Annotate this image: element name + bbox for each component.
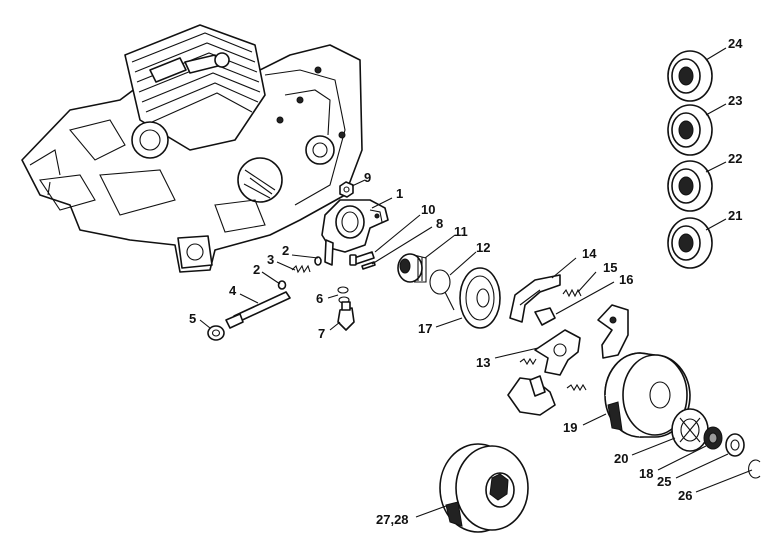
callout-18: 18 bbox=[639, 466, 653, 481]
part-2-ring-lower bbox=[277, 280, 287, 290]
clutch-shoes bbox=[507, 304, 629, 416]
callout-20: 20 bbox=[614, 451, 628, 466]
callout-16: 16 bbox=[619, 272, 633, 287]
part-27-28-drum bbox=[439, 443, 529, 533]
part-10-screw bbox=[349, 251, 375, 266]
part-14-clutch-shoe bbox=[509, 274, 561, 323]
callout-11: 11 bbox=[454, 224, 468, 239]
part-6-rings bbox=[337, 286, 350, 304]
callout-2-lower: 2 bbox=[253, 262, 260, 277]
leader-lines bbox=[199, 47, 753, 518]
part-4-shaft bbox=[225, 291, 291, 329]
callout-14: 14 bbox=[582, 246, 597, 261]
part-17-disc bbox=[459, 267, 501, 329]
part-18-bearing bbox=[703, 426, 723, 450]
callout-6: 6 bbox=[316, 291, 323, 306]
callout-labels: 1 9 10 8 11 12 2 3 2 4 5 6 7 17 14 15 16… bbox=[189, 36, 743, 527]
callout-12: 12 bbox=[476, 240, 490, 255]
part-15-spring bbox=[562, 288, 582, 298]
callout-23: 23 bbox=[728, 93, 742, 108]
part-26-e-clip bbox=[748, 459, 761, 479]
callout-17: 17 bbox=[418, 321, 432, 336]
callout-8: 8 bbox=[436, 216, 443, 231]
callout-27-28: 27,28 bbox=[376, 512, 409, 527]
callout-4: 4 bbox=[229, 283, 237, 298]
callout-2-upper: 2 bbox=[282, 243, 289, 258]
callout-19: 19 bbox=[563, 420, 577, 435]
part-16-clip bbox=[534, 307, 556, 326]
part-3-spring bbox=[291, 264, 311, 274]
part-7-valve bbox=[337, 301, 355, 331]
part-21-sprocket bbox=[667, 217, 713, 269]
clutch-springs bbox=[519, 357, 587, 392]
callout-26: 26 bbox=[678, 488, 692, 503]
part-11-worm bbox=[397, 253, 427, 283]
callout-3: 3 bbox=[267, 252, 274, 267]
callout-15: 15 bbox=[603, 260, 617, 275]
part-24-sprocket bbox=[667, 50, 713, 102]
callout-7: 7 bbox=[318, 326, 325, 341]
callout-13: 13 bbox=[476, 355, 490, 370]
callout-1: 1 bbox=[396, 186, 403, 201]
part-1-oil-pump bbox=[321, 199, 389, 266]
part-2-ring-upper bbox=[314, 256, 322, 266]
part-13-clutch-hub bbox=[534, 329, 581, 376]
callout-25: 25 bbox=[657, 474, 671, 489]
part-20-sprocket bbox=[671, 408, 709, 452]
part-19-clutch-drum bbox=[604, 352, 691, 438]
part-9-nut bbox=[339, 181, 354, 198]
part-25-washer bbox=[725, 433, 745, 457]
callout-10: 10 bbox=[421, 202, 435, 217]
callout-22: 22 bbox=[728, 151, 742, 166]
callout-21: 21 bbox=[728, 208, 742, 223]
engine-housing bbox=[21, 24, 363, 273]
part-5-nut bbox=[207, 325, 225, 341]
part-23-sprocket bbox=[667, 104, 713, 156]
callout-24: 24 bbox=[728, 36, 743, 51]
part-12-spring-clip bbox=[429, 269, 455, 311]
part-22-sprocket bbox=[667, 160, 713, 212]
part-8-pin bbox=[361, 261, 376, 270]
callout-5: 5 bbox=[189, 311, 196, 326]
callout-9: 9 bbox=[364, 170, 371, 185]
